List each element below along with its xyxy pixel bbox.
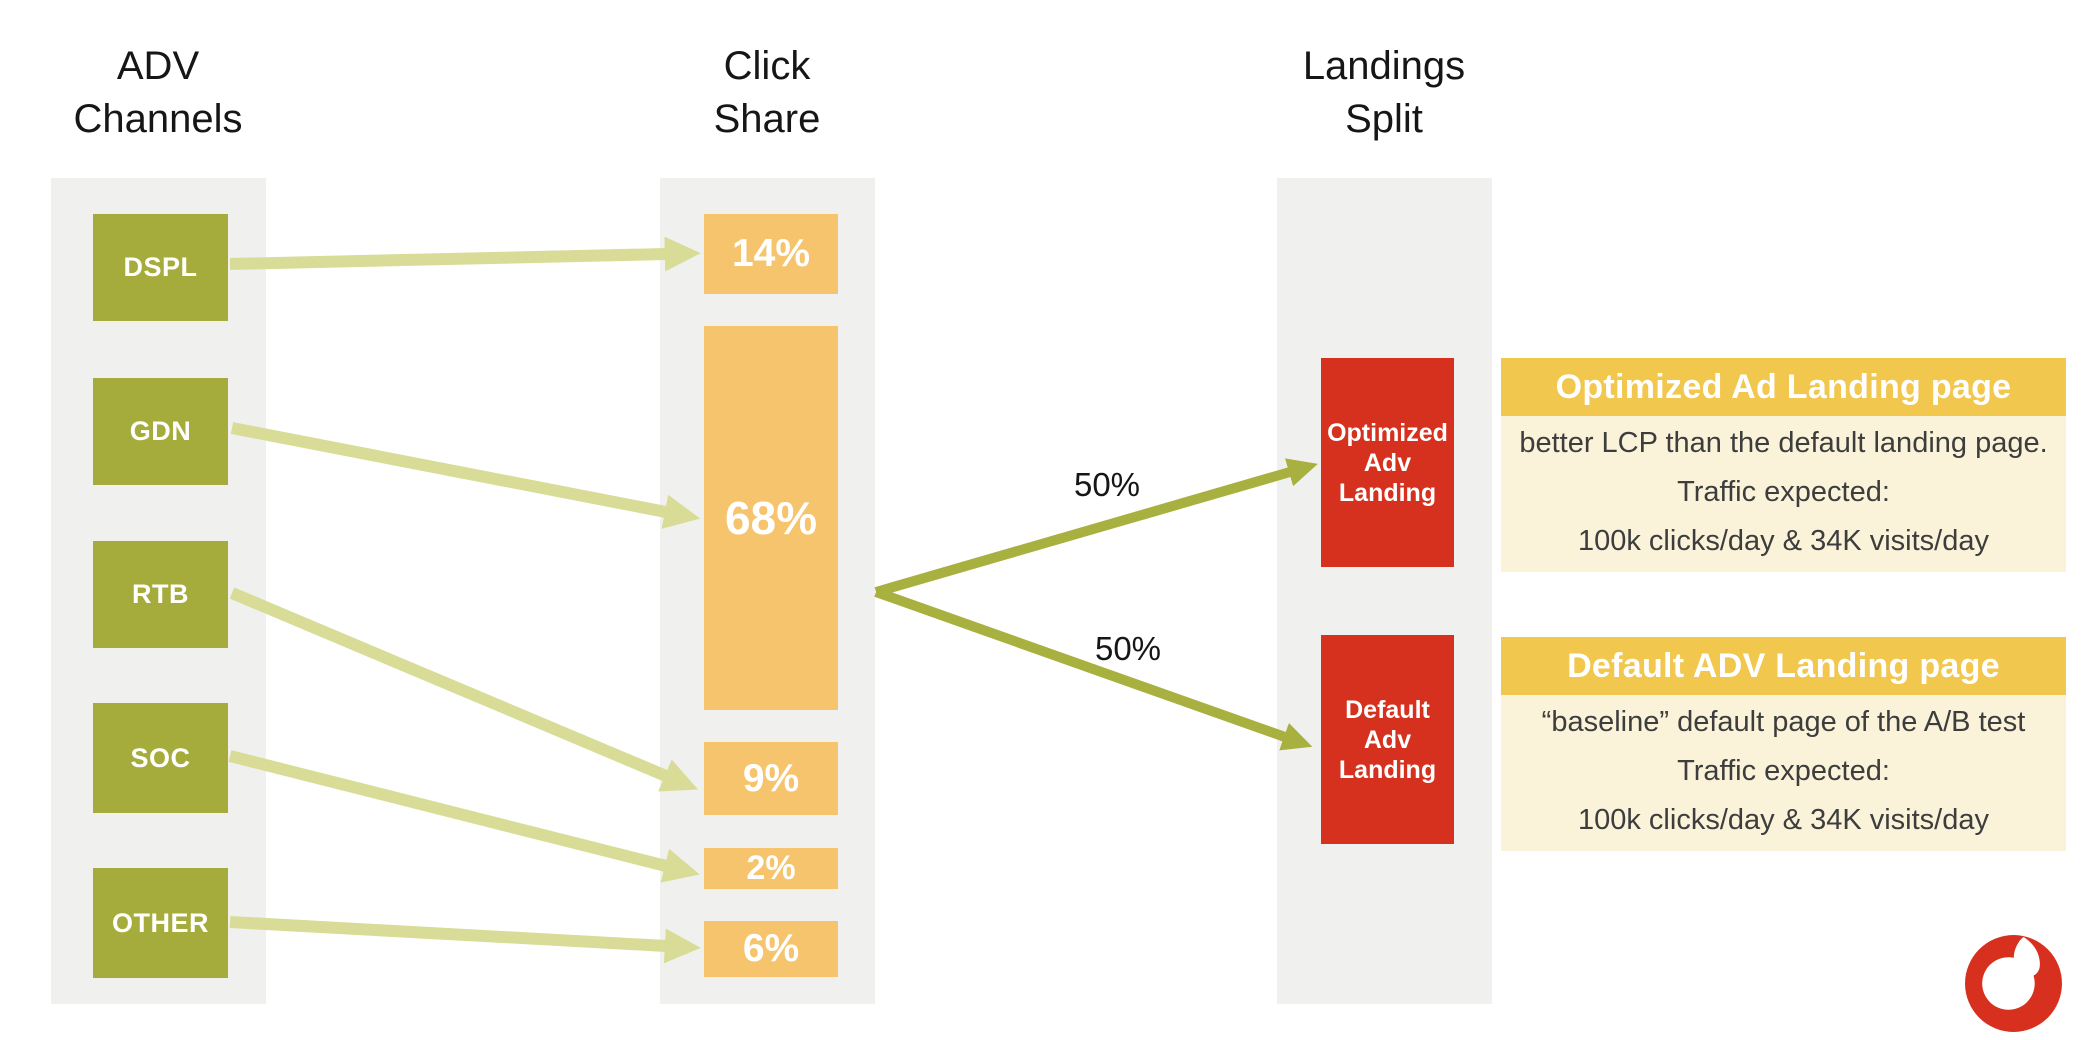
channel-label: RTB: [132, 579, 189, 609]
channel-label: SOC: [130, 742, 191, 773]
card-body-text: better LCP than the default landing page…: [1501, 416, 2066, 572]
share-box-14: 14%: [704, 214, 838, 294]
share-label: 2%: [746, 849, 796, 887]
arrow-dspl-to-14: [229, 236, 701, 272]
vodafone-logo-icon: [1965, 935, 2062, 1032]
channel-box-soc: SOC: [93, 703, 228, 813]
card-body-text: “baseline” default page of the A/B test …: [1501, 695, 2066, 851]
channel-label: GDN: [129, 416, 192, 446]
arrow-other-to-6: [229, 916, 701, 964]
share-box-6: 6%: [704, 921, 838, 977]
title-landings-split: Landings Split: [1302, 44, 1466, 141]
split-share-label-bottom: 50%: [1094, 630, 1162, 667]
share-box-9: 9%: [704, 742, 838, 815]
arrow-rtb-to-9: [229, 587, 699, 792]
channel-box-dspl: DSPL: [93, 214, 228, 321]
arrow-gdn-to-68: [230, 422, 701, 529]
card-title: Optimized Ad Landing page: [1501, 358, 2066, 416]
channel-label: DSPL: [123, 252, 198, 282]
share-label: 6%: [742, 927, 800, 970]
share-box-2: 2%: [704, 848, 838, 889]
channel-box-rtb: RTB: [93, 541, 228, 648]
landing-box-optimized: Optimized Adv Landing: [1321, 358, 1454, 567]
column-landings-split: [1277, 178, 1492, 1004]
channel-box-gdn: GDN: [93, 378, 228, 485]
card-title: Default ADV Landing page: [1501, 637, 2066, 695]
share-label: 9%: [742, 756, 800, 800]
channel-box-other: OTHER: [93, 868, 228, 978]
landing-box-default: Default Adv Landing: [1321, 635, 1454, 844]
share-label: 68%: [724, 492, 818, 544]
title-adv-channels: ADV Channels: [73, 44, 243, 141]
share-box-68: 68%: [704, 326, 838, 710]
card-optimized-landing: Optimized Ad Landing page better LCP tha…: [1501, 358, 2066, 572]
arrow-soc-to-2: [228, 750, 700, 883]
share-label: 14%: [731, 232, 811, 275]
split-share-label-top: 50%: [1073, 466, 1141, 503]
channel-label: OTHER: [112, 907, 209, 938]
title-click-share: Click Share: [713, 44, 821, 141]
card-default-landing: Default ADV Landing page “baseline” defa…: [1501, 637, 2066, 851]
